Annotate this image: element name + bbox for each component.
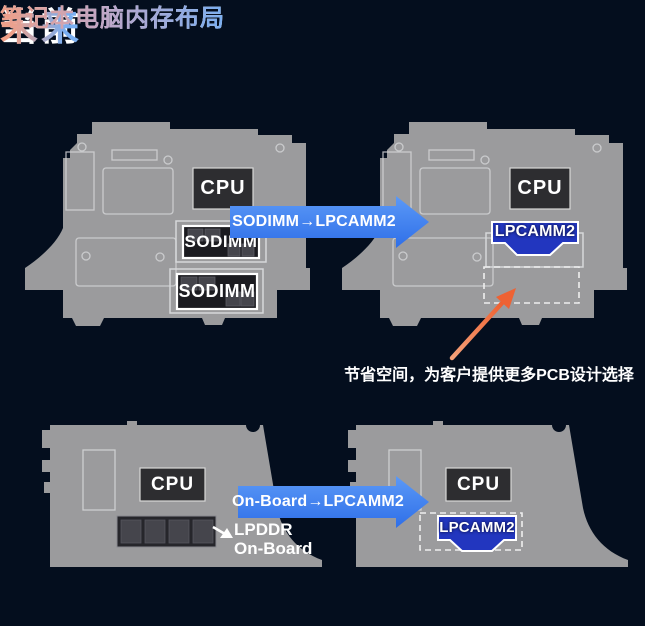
sodimm-label-2: SODIMM (178, 281, 256, 301)
saved-space-dashed-box-top (483, 266, 580, 304)
future-subtitle: 笔记本电脑内存布局 (0, 0, 225, 32)
lpcamm2-label-top: LPCAMM2 (494, 223, 576, 240)
top-right-components (483, 167, 584, 304)
current-subtitle: 笔记本电脑内存布局 (0, 0, 225, 32)
future-title: 未来 (0, 0, 82, 49)
bottom-right-components (419, 467, 523, 552)
lpcamm2-label-bottom: LPCAMM2 (439, 519, 515, 536)
arrow-label-top: SODIMM→LPCAMM2 (232, 213, 396, 230)
transition-arrow-bottom (238, 476, 429, 528)
cpu-block-top-right (509, 167, 571, 210)
lpddr-pointer-line (212, 525, 226, 536)
space-pointer-line (449, 299, 506, 361)
lpddr-pointer-arrowhead (220, 528, 233, 538)
bottom-left-components (116, 467, 233, 548)
arrow-label-bottom: On-Board→LPCAMM2 (231, 493, 405, 510)
top-left-components (169, 167, 267, 314)
cpu-block-top-left (192, 167, 254, 210)
lpddr-label-line1: LPDDR (234, 520, 293, 539)
lpcamm2-module-bottom (437, 515, 517, 552)
cpu-label-top-right: CPU (517, 177, 563, 199)
cpu-block-bottom-left (139, 467, 206, 502)
lpddr-label-line2: On-Board (234, 539, 313, 558)
cpu-label-top-left: CPU (200, 177, 246, 199)
sodimm-socket-2 (169, 268, 264, 314)
sodimm-socket-1 (175, 220, 267, 263)
lpcamm2-module-top (491, 221, 579, 256)
lpddr-onboard-label: LPDDR On-Board (234, 519, 334, 559)
cpu-block-bottom-right (445, 467, 512, 502)
current-title: 当前 (0, 0, 82, 49)
cpu-label-bottom-left: CPU (150, 473, 195, 495)
space-pointer-arrowhead (496, 288, 516, 309)
space-saving-annotation: 节省空间，为客户提供更多PCB设计选择 (344, 367, 634, 384)
transition-arrow-top (230, 196, 429, 248)
cpu-label-bottom-right: CPU (456, 473, 501, 495)
